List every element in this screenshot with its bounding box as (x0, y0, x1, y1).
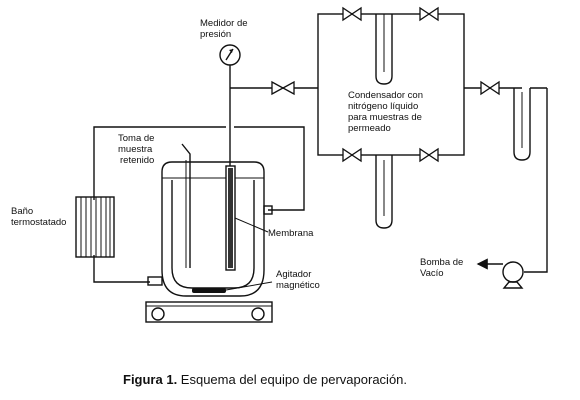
stirrer-leader (225, 281, 273, 291)
figure-caption: Figura 1. Esquema del equipo de pervapor… (123, 372, 407, 387)
thermostatic-bath (75, 196, 115, 258)
valve-main[interactable] (271, 80, 295, 96)
membrane-label: Membrana (268, 228, 314, 239)
condenser-label: Condensador con nitrógeno líquido para m… (348, 90, 426, 134)
bath-label: Baño termostatado (11, 206, 66, 228)
vacuum-pump (502, 261, 524, 289)
cold-trap-bottom (375, 155, 393, 229)
magnetic-stirrer (145, 301, 273, 323)
gauge-label: Medidor de presión (200, 18, 250, 40)
sample-tube (181, 143, 191, 268)
valve-top-left[interactable] (342, 6, 362, 22)
valve-bottom-left[interactable] (342, 147, 362, 163)
valve-bottom-right[interactable] (419, 147, 439, 163)
pressure-gauge (219, 44, 241, 66)
stir-bar (192, 288, 226, 293)
cold-trap-right (513, 88, 531, 161)
stirrer-label: Agitador magnético (276, 269, 320, 291)
condenser-manifold (317, 13, 465, 156)
trap-to-pump-line (524, 88, 548, 273)
cold-trap-top (375, 14, 393, 85)
bath-return-line (93, 255, 150, 283)
sample-label: Toma de muestra retenido (118, 133, 157, 166)
membrane-leader (234, 217, 269, 233)
bath-loop-line (93, 126, 305, 211)
pump-label: Bomba de Vacío (420, 257, 466, 279)
valve-right[interactable] (480, 80, 500, 96)
jacketed-vessel (147, 161, 273, 297)
membrane-module (225, 165, 236, 271)
valve-top-right[interactable] (419, 6, 439, 22)
caption-bold: Figura 1. (123, 372, 177, 387)
caption-text: Esquema del equipo de pervaporación. (177, 372, 407, 387)
